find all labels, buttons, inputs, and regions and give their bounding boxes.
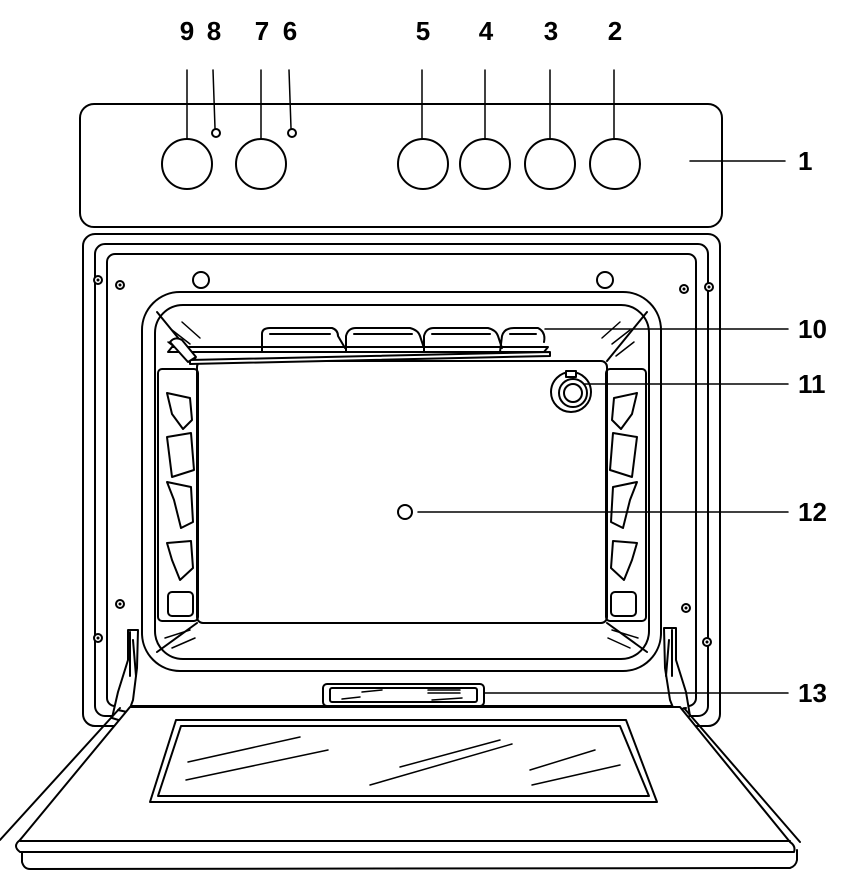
control-panel xyxy=(79,103,723,228)
callout-4: 4 xyxy=(479,16,494,46)
callout-labels: 9 8 7 6 5 4 3 2 1 10 11 12 13 xyxy=(180,16,827,708)
callout-3: 3 xyxy=(544,16,558,46)
knob-7 xyxy=(235,138,287,190)
oven-lamp xyxy=(550,370,592,413)
callout-1: 1 xyxy=(798,146,812,176)
knob-9 xyxy=(161,138,213,190)
right-shelf-supports xyxy=(605,368,647,622)
callout-8: 8 xyxy=(207,16,221,46)
knob-5 xyxy=(397,138,449,190)
callout-13: 13 xyxy=(798,678,827,708)
callout-10: 10 xyxy=(798,314,827,344)
open-door xyxy=(0,706,801,870)
indicator-light-8 xyxy=(211,128,221,138)
callout-11: 11 xyxy=(798,369,826,399)
callout-9: 9 xyxy=(180,16,194,46)
thermostat-sensor xyxy=(397,504,413,520)
callout-5: 5 xyxy=(416,16,430,46)
screws xyxy=(93,271,714,647)
callout-6: 6 xyxy=(283,16,297,46)
callout-12: 12 xyxy=(798,497,827,527)
knob-3 xyxy=(524,138,576,190)
knob-2 xyxy=(589,138,641,190)
grill-heating-element xyxy=(167,327,551,365)
left-shelf-supports xyxy=(157,368,199,622)
rating-plate xyxy=(322,683,485,707)
oven-body xyxy=(82,233,721,727)
callout-2: 2 xyxy=(608,16,622,46)
indicator-light-6 xyxy=(287,128,297,138)
knob-4 xyxy=(459,138,511,190)
leader-lines xyxy=(186,69,789,694)
door-hinges xyxy=(111,627,691,723)
callout-7: 7 xyxy=(255,16,269,46)
